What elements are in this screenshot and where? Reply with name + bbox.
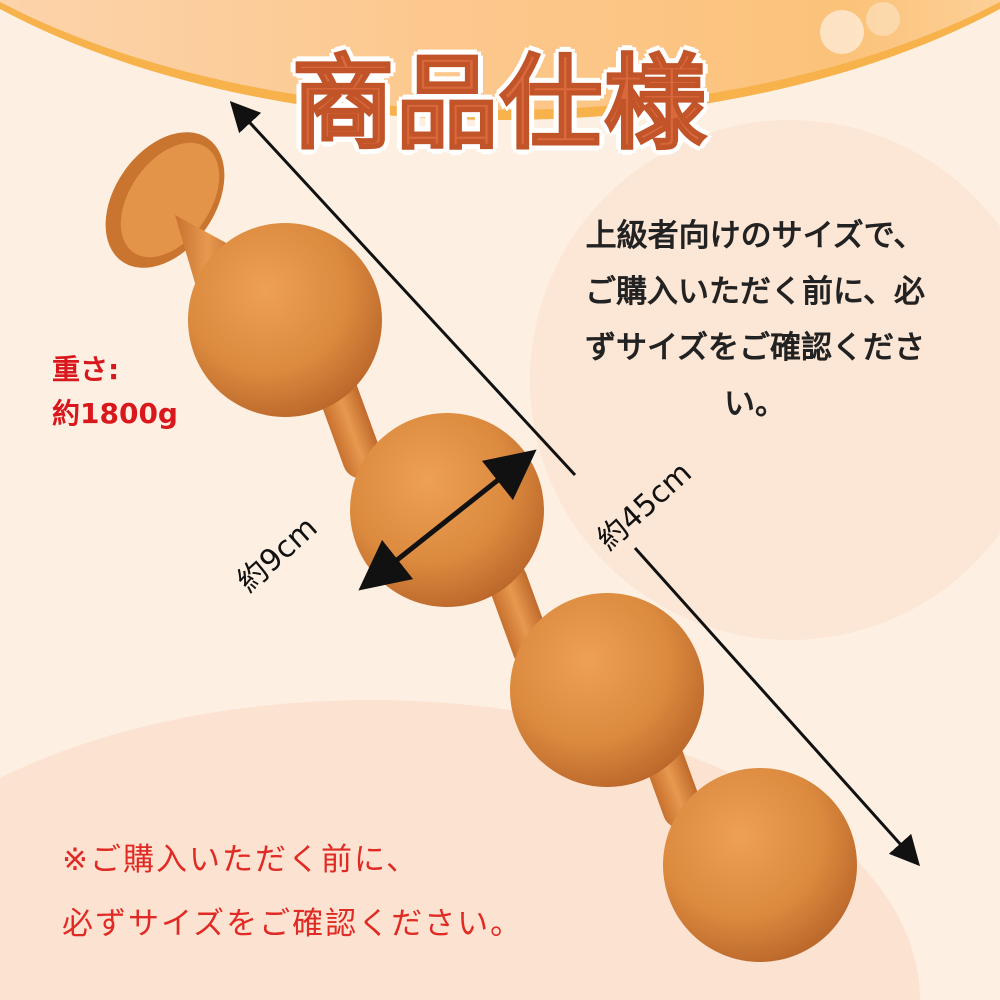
page-title: 商品仕様 <box>291 44 708 165</box>
length-arrow-upper <box>229 100 577 477</box>
notice-bubble <box>530 120 1000 640</box>
size-notice: 上級者向けのサイズで、 ご購入いただく前に、必 ずサイズをご確認ください。 <box>555 208 955 432</box>
warning-line: ※ご購入いただく前に、 <box>62 842 420 878</box>
bead-2 <box>350 413 544 607</box>
weight-spec: 重さ: 約1800g <box>52 348 178 436</box>
warning-line: 必ずサイズをご確認ください。 <box>62 906 524 942</box>
decorative-glint <box>820 10 864 54</box>
decorative-glint <box>866 2 900 36</box>
diameter-arrow <box>358 449 537 591</box>
length-arrow-lower <box>633 546 921 867</box>
suction-base <box>105 132 240 300</box>
notice-line: ずサイズをご確認ください。 <box>584 330 926 422</box>
bead-4 <box>663 768 857 962</box>
bead-3 <box>510 593 704 787</box>
notice-line: ご購入いただく前に、必 <box>584 274 926 310</box>
notice-line: 上級者向けのサイズで、 <box>585 218 925 254</box>
bead-1 <box>188 223 382 417</box>
weight-value: 約1800g <box>52 397 178 430</box>
weight-label: 重さ: <box>52 353 120 386</box>
bottom-warning: ※ご購入いただく前に、 必ずサイズをご確認ください。 <box>62 828 523 956</box>
